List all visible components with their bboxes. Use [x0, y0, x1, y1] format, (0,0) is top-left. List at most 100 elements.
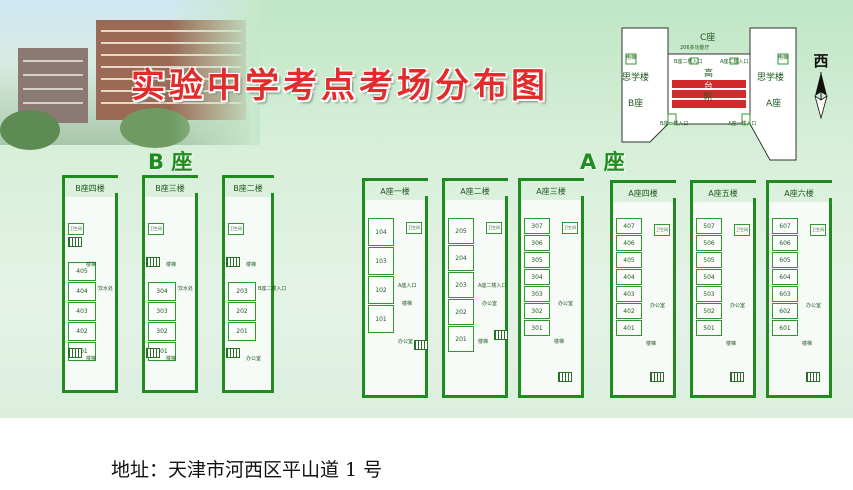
compass-west-label: 西: [813, 52, 829, 70]
exam-room: 606: [772, 235, 798, 251]
exam-room: 203: [228, 282, 256, 301]
site-label-b2-entry: B座二楼入口: [674, 59, 703, 65]
stair-icon: [68, 348, 82, 358]
stair-icon: [806, 372, 820, 382]
exam-room: 503: [696, 286, 722, 302]
restroom-block: 卫生间: [734, 224, 750, 236]
exam-room: 603: [772, 286, 798, 302]
exam-room: 302: [524, 303, 550, 319]
floor-annotation: 楼梯: [166, 262, 177, 268]
floor-wall: [766, 180, 769, 398]
site-label-elevator-left: 电梯: [626, 55, 637, 61]
restroom-block: 卫生间: [68, 223, 84, 235]
floor-wall: [690, 395, 756, 398]
floor-annotation: 饮水处: [178, 286, 194, 292]
exam-room: 104: [368, 218, 394, 246]
site-label-a2-entry: A座二楼入口: [720, 59, 749, 65]
floor-wall: [142, 175, 198, 178]
exam-room: 203: [448, 272, 474, 298]
floor-wall: [610, 180, 613, 398]
floor-annotation: 楼梯: [646, 341, 657, 347]
floor-wall: [753, 198, 756, 398]
a-seat-heading: A 座: [580, 150, 625, 174]
exam-room: 502: [696, 303, 722, 319]
floor-annotation: 楼梯: [86, 356, 97, 362]
exam-room: 404: [68, 282, 96, 301]
floor-wall: [62, 390, 118, 393]
exam-room: 304: [148, 282, 176, 301]
floor-wall: [115, 193, 118, 393]
exam-room: 505: [696, 252, 722, 268]
exam-room: 404: [616, 269, 642, 285]
floor-annotation: A座二楼入口: [478, 283, 507, 289]
site-label-sixue-left: 思学楼: [622, 73, 650, 83]
floor-wall: [766, 180, 832, 183]
floor-annotation: 楼梯: [726, 341, 737, 347]
site-map-drawing: [621, 27, 797, 161]
floor-wall: [62, 175, 118, 178]
exam-room: 507: [696, 218, 722, 234]
photo-fade: [170, 0, 260, 145]
exam-room: 401: [616, 320, 642, 336]
exam-room: 306: [524, 235, 550, 251]
exam-room: 405: [68, 262, 96, 281]
floor-wall: [271, 193, 274, 393]
stair-icon: [730, 372, 744, 382]
floor-annotation: 饮水处: [98, 286, 114, 292]
floor-annotation: 楼梯: [478, 339, 489, 345]
floor-wall: [610, 180, 676, 183]
floor-wall: [581, 196, 584, 398]
floor-annotation: 办公室: [482, 301, 498, 307]
floor-plan-board: 实验中学考点考场分布图 B 座 A 座 C座 206多功能厅 B座二楼入口 A座…: [0, 0, 853, 418]
exam-room: 303: [524, 286, 550, 302]
restroom-block: 卫生间: [654, 224, 670, 236]
floor-name: A座二楼: [460, 187, 490, 196]
exam-room: 304: [524, 269, 550, 285]
floor-wall: [362, 395, 428, 398]
floor-wall: [442, 178, 508, 181]
floor-annotation: 办公室: [246, 356, 262, 362]
restroom-block: 卫生间: [562, 222, 578, 234]
exam-room: 403: [68, 302, 96, 321]
restroom-block: 卫生间: [406, 222, 422, 234]
exam-room: 101: [368, 305, 394, 333]
exam-room: 607: [772, 218, 798, 234]
floor-annotation: 楼梯: [86, 262, 97, 268]
stair-icon: [146, 348, 160, 358]
floor-annotation: 办公室: [650, 303, 666, 309]
floor-wall: [442, 178, 445, 398]
restroom-block: 卫生间: [486, 222, 502, 234]
exam-room: 605: [772, 252, 798, 268]
floor-wall: [518, 395, 584, 398]
school-building-photo: [0, 0, 260, 150]
floor-annotation: 办公室: [806, 303, 822, 309]
floor-wall: [518, 178, 584, 181]
compass-arrow-icon: [814, 72, 828, 120]
exam-room: 103: [368, 247, 394, 275]
floor-name: B座四楼: [75, 184, 105, 193]
floor-wall: [610, 395, 676, 398]
exam-room: 506: [696, 235, 722, 251]
floor-annotation: 楼梯: [246, 262, 257, 268]
exam-room: 102: [368, 276, 394, 304]
exam-room: 407: [616, 218, 642, 234]
site-label-a1-entry: A座一楼入口: [728, 121, 757, 127]
site-label-c-seat: C座: [700, 33, 716, 43]
exam-room: 504: [696, 269, 722, 285]
floor-annotation: 办公室: [730, 303, 746, 309]
site-label-sixue-right: 思学楼: [757, 73, 785, 83]
stair-icon: [414, 340, 428, 350]
exam-room: 604: [772, 269, 798, 285]
compass: 西: [806, 50, 836, 120]
floor-wall: [362, 178, 365, 398]
floor-annotation: 楼梯: [166, 356, 177, 362]
exam-room: 202: [448, 299, 474, 325]
site-label-a-seat: A座: [766, 99, 782, 109]
site-label-gao: 高: [704, 69, 714, 79]
floor-name: A座三楼: [536, 187, 566, 196]
exam-room: 402: [616, 303, 642, 319]
floor-annotation: 楼梯: [402, 301, 413, 307]
